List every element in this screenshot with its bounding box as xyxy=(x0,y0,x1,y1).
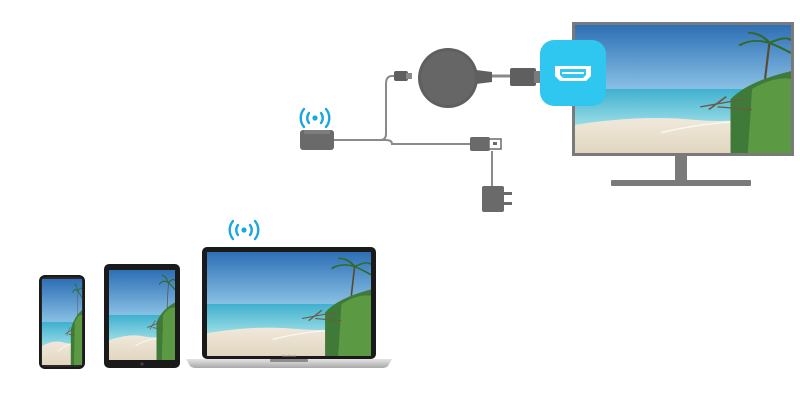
wifi-signal-icon xyxy=(299,107,331,129)
monitor-stand-neck xyxy=(675,156,687,182)
power-adapter-icon xyxy=(482,186,512,212)
laptop: MacBook xyxy=(186,247,392,368)
usb-plug-icon xyxy=(470,137,502,151)
hdmi-port-icon xyxy=(540,40,606,106)
chromecast-dongle xyxy=(418,48,492,108)
monitor-stand-base xyxy=(611,180,751,186)
laptop-brand-label: MacBook xyxy=(282,354,297,358)
tablet xyxy=(104,264,180,368)
hdmi-plug xyxy=(510,68,544,86)
usb-cable xyxy=(378,139,470,145)
adapter-cable xyxy=(333,75,398,141)
micro-usb-connector xyxy=(394,71,412,81)
smartphone xyxy=(39,275,85,369)
wifi-signal-icon xyxy=(228,219,260,241)
monitor xyxy=(572,22,794,186)
wifi-adapter xyxy=(300,130,334,150)
